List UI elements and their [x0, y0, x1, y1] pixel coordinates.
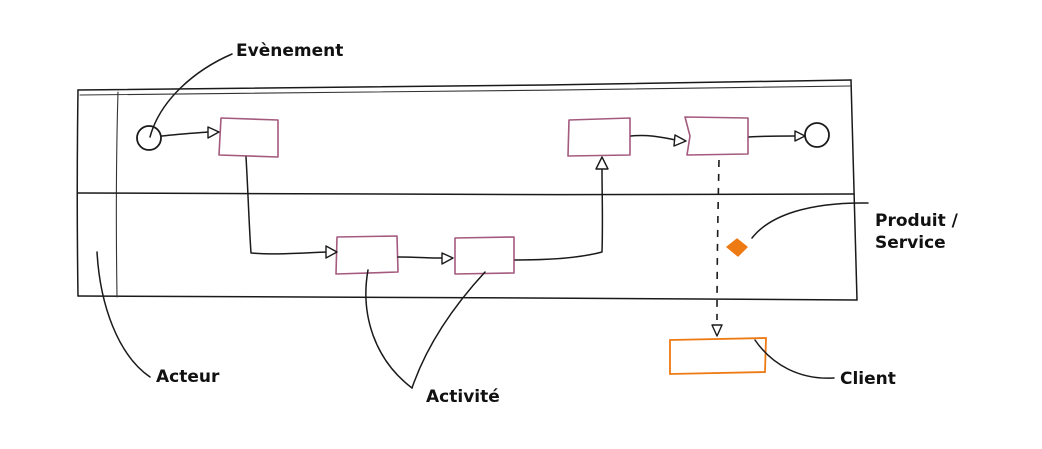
label-evenement: Evènement	[236, 41, 344, 61]
message-flow	[711, 159, 723, 337]
label-acteur: Acteur	[156, 367, 220, 387]
lane-divider	[77, 192, 855, 196]
flow-a3-to-a4	[514, 156, 609, 261]
flow-a5-to-end	[748, 130, 806, 142]
lane-header-divider	[115, 91, 119, 298]
label-service: Service	[875, 233, 946, 253]
activity-box-4	[567, 117, 631, 157]
product-diamond	[726, 238, 748, 257]
callout-produit	[751, 202, 869, 239]
label-client: Client	[840, 369, 896, 389]
flow-start-to-a1	[161, 126, 220, 139]
activity-box-1	[218, 117, 279, 158]
callout-acteur	[96, 251, 151, 378]
swimlane-pool	[76, 79, 858, 301]
label-produit-service: Produit / Service	[875, 210, 958, 254]
flow-a2-to-a3	[397, 252, 454, 265]
activity-box-2	[335, 235, 399, 275]
activity-box-5	[684, 116, 749, 156]
flow-a4-to-a5	[630, 134, 687, 147]
callout-client	[754, 339, 835, 379]
label-produit: Produit /	[875, 211, 958, 231]
client-box	[669, 337, 767, 375]
end-event	[804, 122, 830, 148]
activity-box-3	[454, 236, 515, 275]
flow-a1-to-a2	[245, 156, 338, 259]
callout-evenement	[149, 53, 233, 138]
start-event	[136, 125, 162, 151]
label-activite: Activité	[426, 387, 500, 407]
callout-activite	[365, 269, 486, 389]
